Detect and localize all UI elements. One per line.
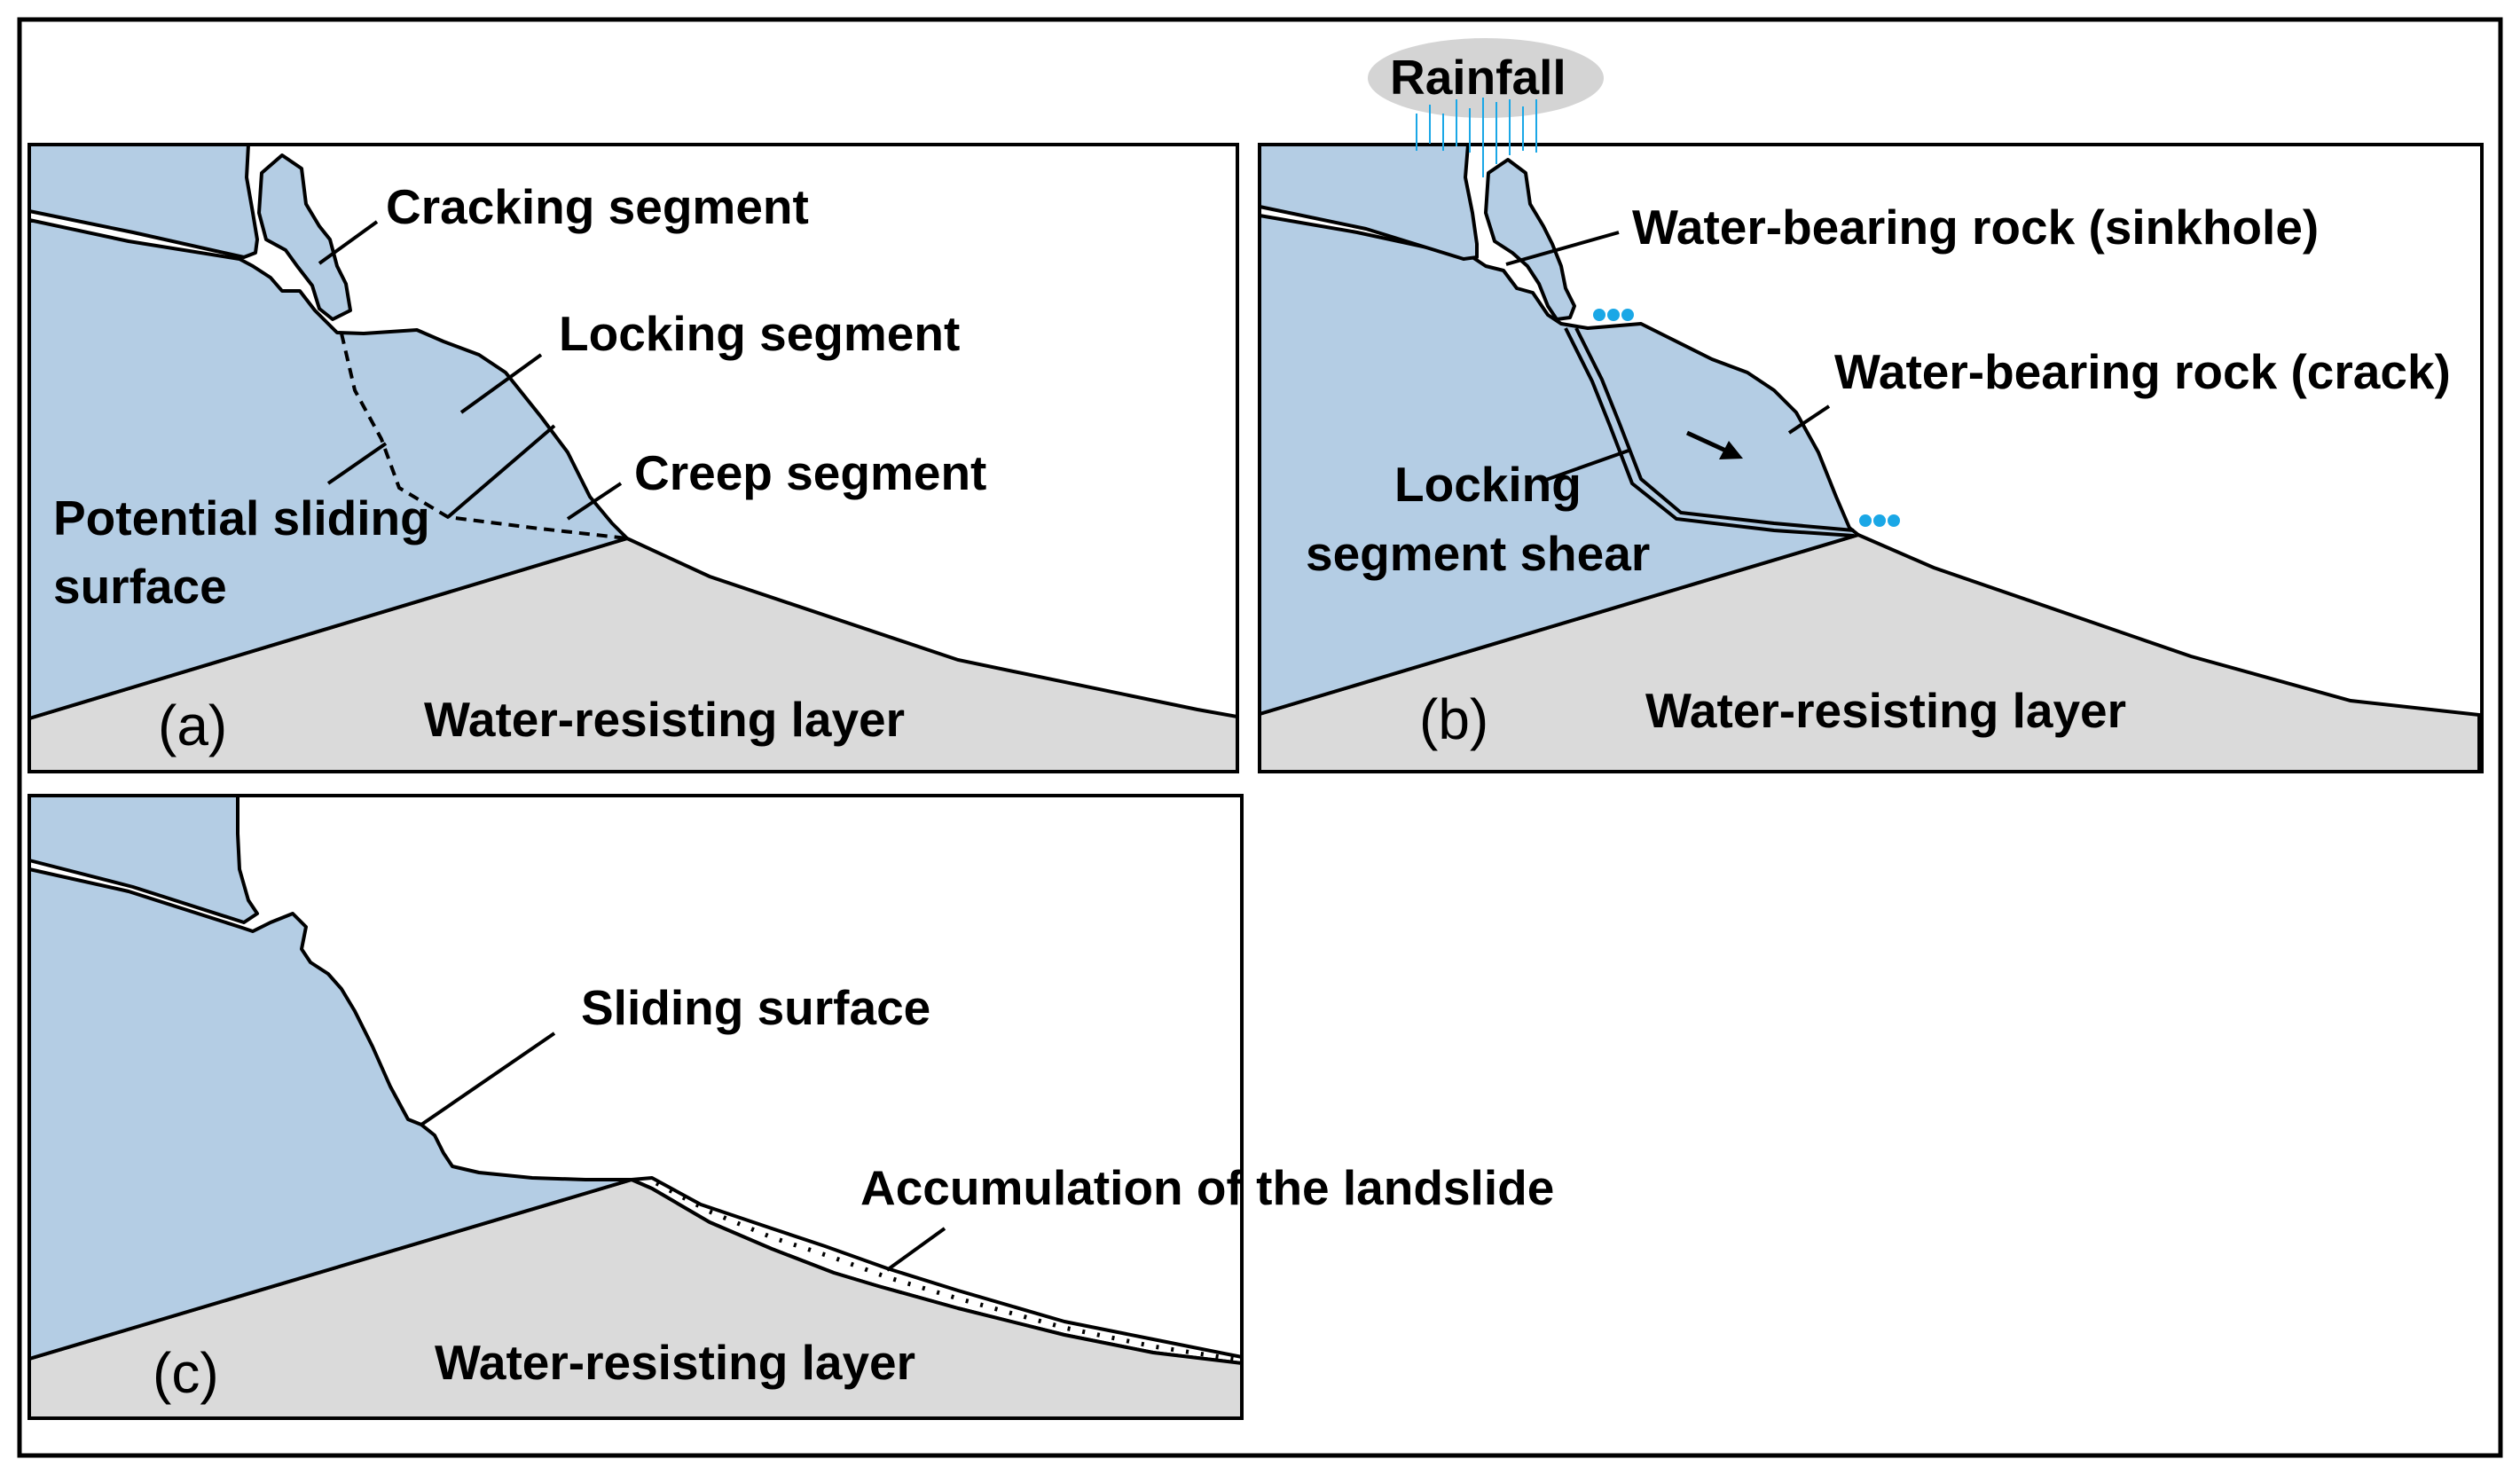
panel-b-base-label: Water-resisting layer — [1645, 683, 2126, 738]
panel-b-rainfall-label: Rainfall — [1390, 50, 1566, 105]
panel-a-rock-mass — [27, 218, 629, 720]
panel-a: Cracking segment Locking segment Creep s… — [27, 143, 1239, 773]
panel-b-rain-cloud — [1368, 38, 1604, 118]
panel-b-shear-zone-outer — [1564, 327, 1855, 537]
panel-b-upper-rock — [1258, 143, 1479, 261]
panel-c-rock-mass — [27, 867, 633, 1361]
panel-c-upper-rock — [27, 794, 259, 924]
panel-b-crack-label: Water-bearing rock (crack) — [1834, 344, 2451, 399]
panel-c: Sliding surface Accumulation of the land… — [27, 794, 1554, 1420]
panel-a-segment-divider-1 — [446, 424, 556, 519]
panel-c-letter: (c) — [153, 1341, 219, 1405]
panel-c-base-label: Water-resisting layer — [435, 1335, 915, 1390]
panel-a-cracking-leader — [318, 220, 379, 265]
panel-a-creep-leader — [566, 482, 623, 521]
panel-a-base-label: Water-resisting layer — [424, 692, 905, 747]
panel-b-arrow-head — [1719, 441, 1743, 459]
panel-b-movement-arrow — [1685, 430, 1731, 455]
panel-a-potential-sliding-surface — [340, 333, 628, 540]
panel-a-potential-label-2: surface — [53, 559, 227, 614]
panel-a-creep-label: Creep segment — [634, 445, 986, 500]
panel-b-water-drops-crack — [1859, 514, 1900, 527]
panel-c-accumulation-label: Accumulation of the landslide — [860, 1160, 1554, 1215]
panel-b-sinkhole-leader — [1505, 231, 1620, 266]
panel-c-water-resisting-layer — [27, 1178, 1244, 1420]
panel-b-shear-label-1: Locking — [1394, 457, 1582, 512]
panel-b-letter: (b) — [1419, 687, 1488, 751]
panel-a-water-resisting-layer — [27, 536, 1239, 773]
panel-b-sinkhole-label: Water-bearing rock (sinkhole) — [1632, 200, 2319, 255]
panel-a-cracking-block — [257, 153, 352, 321]
panel-b-shear-label-2: segment shear — [1306, 526, 1650, 581]
panel-a-locking-leader — [459, 353, 543, 414]
panel-b-water-drops-sinkhole — [1593, 309, 1634, 321]
panel-b-rock-mass — [1258, 214, 1860, 716]
panel-b-crack-leader — [1787, 404, 1831, 435]
panel-b: Rainfall Water-bear — [1258, 38, 2484, 773]
panel-b-water-resisting-layer — [1258, 532, 2481, 773]
panel-a-upper-rock — [27, 143, 259, 259]
panel-a-letter: (a) — [158, 694, 227, 757]
panel-c-sliding-label: Sliding surface — [581, 980, 930, 1035]
panel-b-cracking-block — [1484, 158, 1576, 321]
panel-a-potential-label-1: Potential sliding — [53, 490, 430, 545]
panel-b-shear-leader — [1543, 449, 1629, 483]
panel-a-potential-leader — [326, 442, 388, 485]
panel-c-sliding-leader — [420, 1032, 556, 1126]
panel-a-locking-label: Locking segment — [559, 306, 960, 361]
panel-b-rain — [1416, 98, 1537, 177]
panel-b-shear-zone-inner — [1574, 327, 1855, 532]
figure-border — [17, 17, 2503, 1458]
panel-c-accumulation-leader — [885, 1227, 946, 1272]
panel-a-cracking-label: Cracking segment — [386, 179, 809, 234]
